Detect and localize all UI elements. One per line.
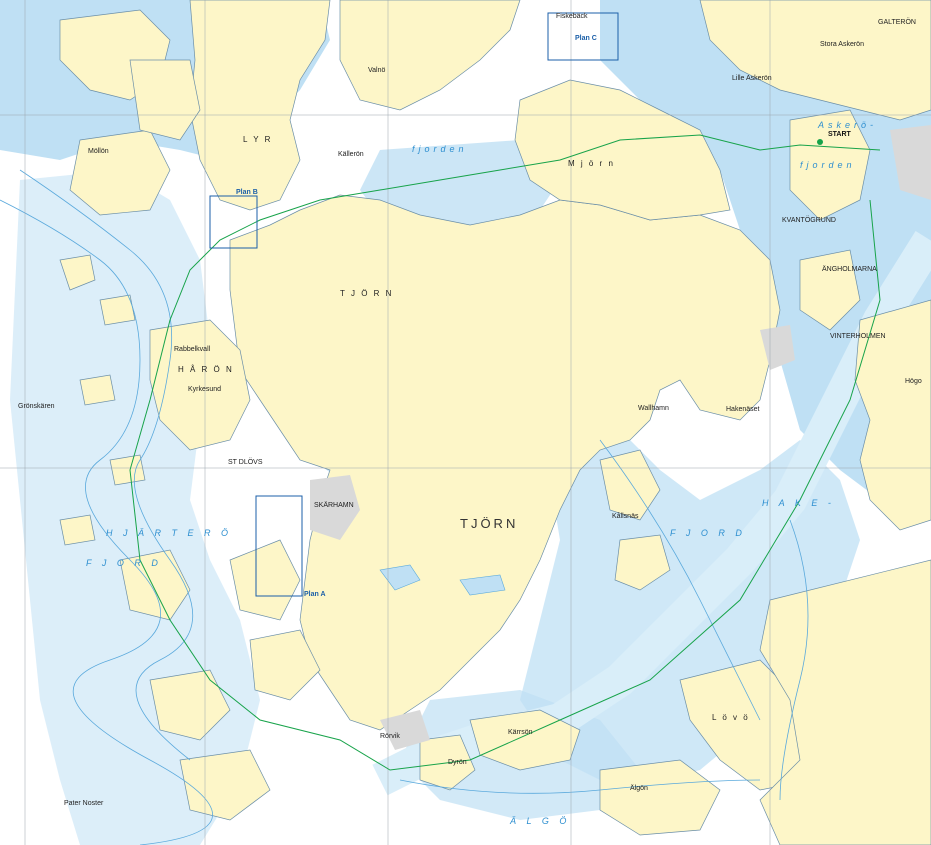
east-mainland	[854, 299, 931, 531]
angholmarna-label: ÄNGHOLMARNA	[822, 265, 877, 273]
tjorn-large-label: TJÖRN	[460, 516, 518, 531]
karrson-label: Kärrsön	[508, 729, 533, 736]
wallhamn-label: Wallhamn	[638, 405, 669, 412]
plan-b-box	[209, 195, 258, 249]
plan-c-box	[547, 12, 619, 61]
start-label: START	[828, 131, 852, 138]
vinterholmen-label: VINTERHOLMEN	[830, 333, 886, 340]
valno-label: Valnö	[368, 67, 385, 74]
hjarteron-label-1: H J Ä R T E R Ö	[106, 528, 232, 538]
hake-label-2: F J O R D	[670, 528, 746, 538]
built-up-areas	[310, 125, 931, 750]
valno-island	[339, 0, 521, 111]
mollon-label: Möllön	[88, 148, 109, 155]
plan-a-box	[255, 495, 303, 597]
rorvik-label: Rörvik	[380, 733, 400, 740]
algo-water-label: Ä L G Ö	[509, 816, 570, 826]
kallsnas-label: Kållsnäs	[612, 512, 639, 520]
plan-c-label: Plan C	[575, 35, 597, 42]
kyrkesund-label: Kyrkesund	[188, 386, 221, 393]
kerstens-island	[469, 709, 581, 771]
fiskeback-label: Fiskebäck	[556, 13, 588, 20]
rabbelkvall-label: Rabbelkvall	[174, 346, 211, 353]
kalleron-label: Källerön	[338, 151, 364, 158]
stolovs-label: ST DLÖVS	[228, 458, 263, 466]
land	[59, 0, 931, 845]
skarhamn-label: SKÄRHAMN	[314, 501, 354, 509]
algon-island	[599, 759, 721, 836]
haron-label: H Å R Ö N	[178, 365, 234, 374]
hogo-label: Högo	[905, 378, 922, 385]
dyron-label: Dyrön	[448, 759, 467, 766]
mjorn-label: M j ö r n	[568, 159, 615, 168]
stora-askeron-label: Stora Askerön	[820, 41, 864, 48]
nordre-fjord-label: fjorden	[412, 144, 468, 154]
tjorn-small-label: T J Ö R N	[340, 289, 393, 298]
pater-noster-label: Pater Noster	[64, 800, 104, 807]
lovo-label: L ö v ö	[712, 713, 750, 722]
hakenaset-label: Hakenäset	[726, 406, 760, 413]
lille-askeron-label: Lille Askerön	[732, 75, 772, 82]
start-marker: START	[817, 131, 852, 145]
hake-label-1: H A K E -	[762, 498, 835, 508]
gronskaren-label: Grönskären	[18, 403, 55, 410]
depth-contours	[0, 169, 809, 845]
galteron-label: GALTERÖN	[878, 18, 916, 26]
lakes	[379, 564, 506, 596]
plan-b-label: Plan B	[236, 189, 258, 196]
lyr-label: L Y R	[243, 135, 272, 144]
askeron-fjord-label-1: Askerö-	[817, 120, 877, 130]
kvantogrund-label: KVANTÖGRUND	[782, 216, 836, 224]
plan-a-label: Plan A	[304, 591, 326, 598]
askeron-fjord-label-2: fjorden	[800, 160, 856, 170]
askeron-island	[699, 0, 931, 121]
haron-island	[149, 319, 251, 451]
hjarteron-label-2: F J O R D	[86, 558, 162, 568]
recommended-route	[129, 134, 881, 771]
algon-label: Älgön	[630, 784, 648, 792]
plan-boxes	[209, 12, 619, 597]
